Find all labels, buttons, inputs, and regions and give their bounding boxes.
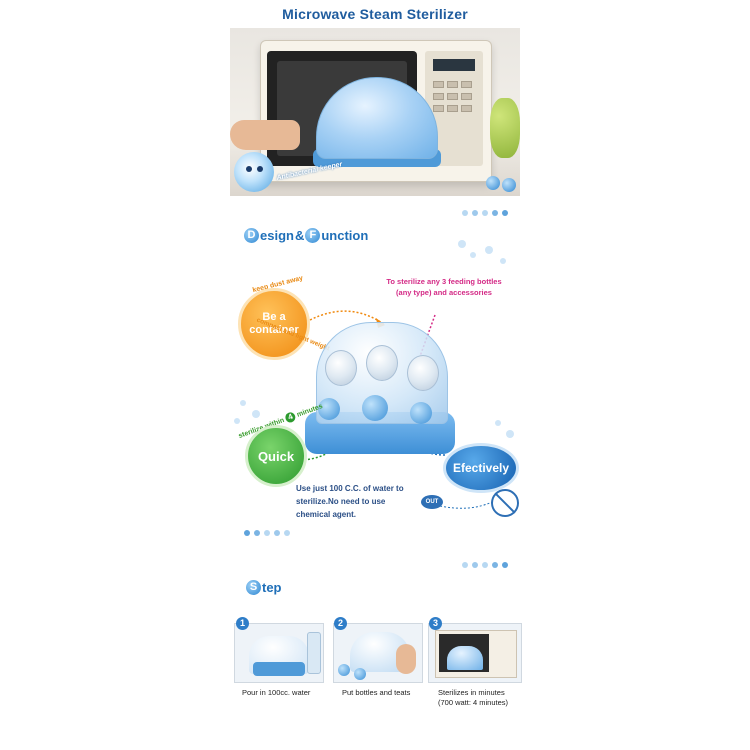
design-function-heading: D esign & F unction — [244, 228, 368, 243]
step-caption: Put bottles and teats — [342, 688, 411, 697]
heading-text: esign — [260, 228, 294, 243]
dot — [264, 530, 270, 536]
bottle-image — [325, 350, 357, 386]
oven-button — [433, 81, 444, 88]
dot — [284, 530, 290, 536]
dot — [502, 210, 508, 216]
mascot-eye — [257, 166, 263, 172]
decorative-dot — [506, 430, 514, 438]
oven-button — [461, 93, 472, 100]
step-caption: Sterilizes in minutes (700 watt: 4 minut… — [438, 688, 509, 707]
step-2-photo — [333, 623, 423, 683]
dot — [502, 562, 508, 568]
blue-ball-icon — [486, 176, 500, 190]
pagination-dots — [462, 210, 508, 216]
sterilizer-image — [447, 646, 483, 670]
heading-text: tep — [262, 580, 282, 595]
decorative-dot — [240, 400, 246, 406]
pagination-dots — [462, 562, 508, 568]
oven-button — [447, 93, 458, 100]
step-number: 1 — [236, 617, 249, 630]
page-title: Microwave Steam Sterilizer — [282, 6, 468, 22]
mascot-icon — [234, 152, 274, 192]
hand-image — [396, 644, 416, 674]
mascot-eye — [246, 166, 252, 172]
heading-ampersand: & — [294, 228, 305, 243]
teat-image — [410, 402, 432, 424]
no-chemical-icon — [491, 489, 519, 517]
dot — [492, 562, 498, 568]
quick-label: Quick — [257, 448, 295, 464]
dot — [274, 530, 280, 536]
orange-arrow — [309, 310, 386, 326]
decorative-dot — [234, 418, 240, 424]
oven-button — [461, 81, 472, 88]
dot — [482, 210, 488, 216]
dot — [492, 210, 498, 216]
decorative-dot — [495, 420, 501, 426]
heading-text: unction — [321, 228, 369, 243]
pagination-dots — [244, 530, 290, 536]
oven-button — [447, 81, 458, 88]
heading-circle-letter: D — [244, 228, 259, 243]
decorative-dot — [500, 258, 506, 264]
teat-image — [354, 668, 366, 680]
step-3-photo — [428, 623, 522, 683]
decorative-dot — [252, 410, 260, 418]
blue-ball-icon — [502, 178, 516, 192]
dot — [482, 562, 488, 568]
dot — [254, 530, 260, 536]
step-caption: Pour in 100cc. water — [242, 688, 311, 697]
quick-bubble: Quick — [245, 425, 307, 487]
oven-button — [461, 105, 472, 112]
container-label: Be a container — [249, 311, 299, 336]
out-badge: OUT — [421, 495, 443, 509]
decorative-dot — [458, 240, 466, 248]
container-bubble: Be a container — [238, 288, 310, 360]
step-1-photo — [234, 623, 324, 683]
out-dash-line — [439, 501, 493, 509]
oven-button — [447, 105, 458, 112]
step-number: 2 — [334, 617, 347, 630]
bottle-image — [366, 345, 398, 381]
dot — [472, 562, 478, 568]
measuring-cup-image — [307, 632, 321, 674]
oven-button — [433, 93, 444, 100]
water-note: Use just 100 C.C. of water to sterilize.… — [296, 484, 404, 519]
dot — [462, 562, 468, 568]
base-image — [253, 662, 305, 676]
dot — [462, 210, 468, 216]
effectively-label: Efectively — [452, 461, 510, 475]
oven-control-panel — [425, 51, 483, 166]
teat-image — [318, 398, 340, 420]
heading-circle-letter: F — [305, 228, 321, 243]
step-heading: S tep — [246, 580, 282, 595]
hand-image — [230, 120, 300, 150]
dot — [472, 210, 478, 216]
teat-image — [362, 395, 388, 421]
heading-circle-letter: S — [246, 580, 261, 595]
oven-display — [433, 59, 475, 71]
grapes-image — [490, 98, 520, 158]
teat-image — [338, 664, 350, 676]
effectively-bubble: Efectively — [443, 443, 519, 493]
dot — [244, 530, 250, 536]
oven-button — [433, 105, 444, 112]
decorative-dot — [470, 252, 476, 258]
microwave-oven-image — [260, 40, 492, 182]
step-number: 3 — [429, 617, 442, 630]
decorative-dot — [485, 246, 493, 254]
bottle-image — [407, 355, 439, 391]
sterilize-any-label: To sterilize any 3 feeding bottles (any … — [386, 277, 502, 297]
hero-microwave-photo: Antibacterial keeper — [230, 28, 520, 196]
